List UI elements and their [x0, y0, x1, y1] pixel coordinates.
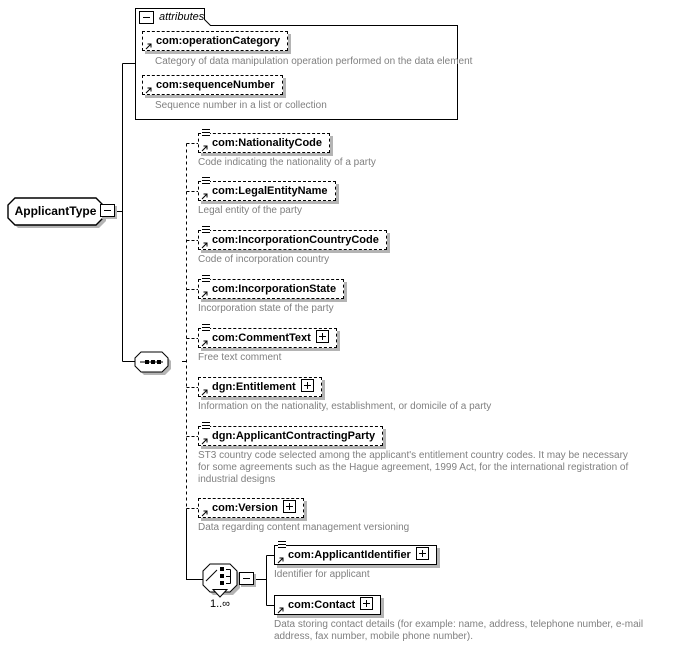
reference-arrow-icon — [201, 144, 209, 152]
reference-arrow-icon — [145, 42, 153, 50]
reference-arrow-icon — [201, 509, 209, 517]
element-description: ST3 country code selected among the appl… — [198, 450, 629, 485]
reference-arrow-icon — [201, 290, 209, 298]
element-name: com:LegalEntityName — [212, 185, 328, 197]
element-Version[interactable]: com:Version — [198, 498, 305, 518]
element-LegalEntityName[interactable]: com:LegalEntityName — [198, 177, 336, 201]
reference-arrow-icon — [201, 339, 209, 347]
attribute-operationCategory[interactable]: com:operationCategory — [142, 31, 289, 51]
element-description: Code indicating the nationality of a par… — [198, 157, 376, 168]
root-trunk-line — [116, 63, 135, 362]
attribute-description: Category of data manipulation operation … — [155, 56, 473, 67]
element-name: com:IncorporationCountryCode — [212, 234, 379, 246]
element-description: Incorporation state of the party — [198, 303, 334, 314]
expand-icon[interactable] — [283, 500, 297, 513]
collapse-root-icon[interactable] — [100, 204, 115, 217]
text-content-icon — [202, 129, 210, 137]
element-IncorporationState[interactable]: com:IncorporationState — [198, 275, 345, 299]
element-description: Free text comment — [198, 352, 282, 363]
collapse-choice-icon[interactable] — [239, 572, 254, 585]
element-description: Data regarding content management versio… — [198, 522, 410, 533]
range-indicator-triangle — [211, 589, 229, 598]
root-type-name: ApplicantType — [14, 204, 97, 218]
attribute-sequenceNumber[interactable]: com:sequenceNumber — [142, 75, 283, 95]
reference-arrow-icon — [201, 192, 209, 200]
expand-icon[interactable] — [415, 547, 429, 560]
element-NationalityCode[interactable]: com:NationalityCode — [198, 129, 331, 153]
sequence-trunk-solid — [186, 508, 203, 580]
collapse-attributes-icon[interactable] — [139, 11, 154, 24]
element-name: dgn:Entitlement — [212, 381, 296, 393]
choice-child-lines — [255, 555, 274, 606]
element-ApplicantContractingParty[interactable]: dgn:ApplicantContractingParty — [198, 422, 384, 446]
text-content-icon — [202, 324, 210, 332]
choice-cardinality-label: 1..∞ — [209, 598, 231, 610]
reference-arrow-icon — [201, 241, 209, 249]
element-CommentText[interactable]: com:CommentText — [198, 324, 337, 348]
reference-arrow-icon — [277, 556, 285, 564]
attributes-group-label: attributes — [159, 11, 205, 23]
text-content-icon — [202, 422, 210, 430]
reference-arrow-icon — [145, 86, 153, 94]
element-name: com:IncorporationState — [212, 283, 337, 295]
attribute-name: com:operationCategory — [156, 35, 281, 47]
text-content-icon — [202, 275, 210, 283]
element-name: com:NationalityCode — [212, 137, 323, 149]
text-content-icon — [278, 541, 286, 549]
element-description: Legal entity of the party — [198, 205, 302, 216]
element-ApplicantIdentifier[interactable]: com:ApplicantIdentifier — [274, 541, 437, 565]
element-description: Identifier for applicant — [274, 569, 370, 580]
expand-icon[interactable] — [300, 379, 314, 392]
element-name: com:Contact — [288, 599, 356, 611]
attribute-description: Sequence number in a list or collection — [155, 100, 327, 111]
text-content-icon — [202, 177, 210, 185]
expand-icon[interactable] — [315, 330, 329, 343]
attribute-name: com:sequenceNumber — [156, 79, 275, 91]
optional-element-stubs — [186, 143, 198, 509]
expand-icon[interactable] — [360, 597, 374, 610]
element-name: com:Version — [212, 502, 279, 514]
reference-arrow-icon — [201, 388, 209, 396]
element-Contact[interactable]: com:Contact — [274, 595, 382, 615]
element-description: Information on the nationality, establis… — [198, 401, 492, 412]
element-IncorporationCountryCode[interactable]: com:IncorporationCountryCode — [198, 226, 387, 250]
element-Entitlement[interactable]: dgn:Entitlement — [198, 377, 322, 397]
element-description: Code of incorporation country — [198, 254, 330, 265]
element-description: Data storing contact details (for exampl… — [274, 619, 644, 642]
root-shape[interactable] — [7, 197, 104, 226]
reference-arrow-icon — [201, 437, 209, 445]
element-name: com:CommentText — [212, 332, 311, 344]
reference-arrow-icon — [277, 606, 285, 614]
text-content-icon — [202, 226, 210, 234]
element-name: dgn:ApplicantContractingParty — [212, 430, 376, 442]
element-name: com:ApplicantIdentifier — [288, 549, 411, 561]
